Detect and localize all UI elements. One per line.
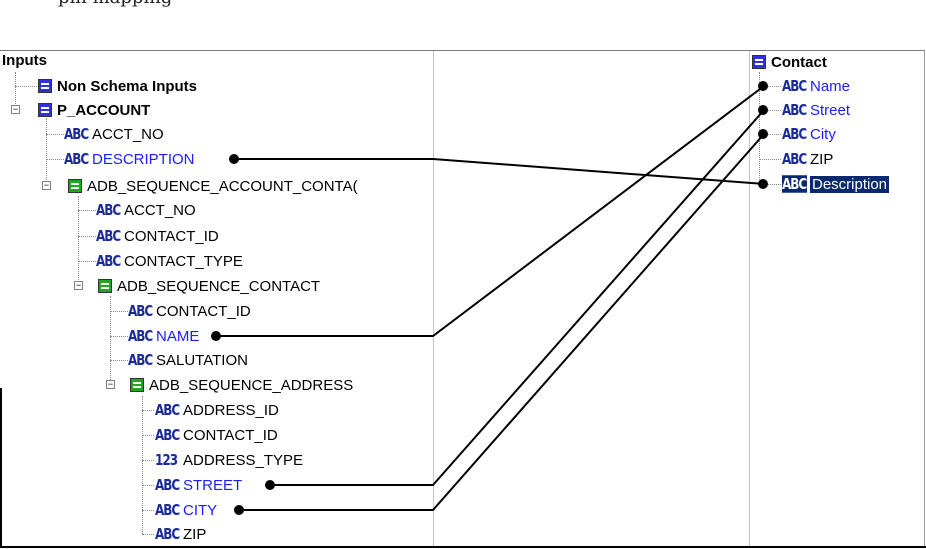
target-item-street[interactable]: ABC Street [782,101,851,119]
record-icon [38,103,52,117]
tree-item-city[interactable]: ABC CITY [155,501,218,519]
mapper-panel [0,50,925,547]
string-type-icon: ABC [96,252,121,270]
tree-item-salutation[interactable]: ABC SALUTATION [128,351,248,369]
source-heading: Inputs [2,52,47,69]
mapping-pin-target-name[interactable] [758,81,768,91]
number-type-icon: 123 [155,451,178,469]
tree-item-acct-no[interactable]: ABC ACCT_NO [64,125,164,143]
panel-left-border [0,388,2,548]
collapse-toggle-p-account[interactable]: − [11,104,20,114]
tree-item-acct-no[interactable]: ABC ACCT_NO [96,201,196,219]
tree-item-contact-type[interactable]: ABC CONTACT_TYPE [96,252,243,270]
tree-item-contact-id[interactable]: ABC CONTACT_ID [128,302,251,320]
target-item-city[interactable]: ABC City [782,125,836,143]
tree-item-address-id[interactable]: ABC ADDRESS_ID [155,401,279,419]
mapping-pin-target-city[interactable] [758,129,768,139]
string-type-icon: ABC [155,525,180,543]
mapping-pin-source-street[interactable] [265,480,275,490]
mapping-pin-target-street[interactable] [758,105,768,115]
tree-item-contact-sequence[interactable]: ADB_SEQUENCE_CONTACT [98,275,320,297]
string-type-icon: ABC [782,101,807,119]
column-divider-left [433,51,434,546]
target-item-zip[interactable]: ABC ZIP [782,150,834,168]
tree-item-zip[interactable]: ABC ZIP [155,525,207,543]
string-type-icon: ABC [96,227,121,245]
tree-item-street[interactable]: ABC STREET [155,476,243,494]
string-type-icon: ABC [782,77,807,95]
string-type-icon: ABC [128,351,153,369]
tree-item-description[interactable]: ABC DESCRIPTION [64,150,195,168]
mapping-pin-source-city[interactable] [234,505,244,515]
record-icon [130,378,144,392]
record-icon [98,279,112,293]
string-type-icon: ABC [782,150,807,168]
string-type-icon: ABC [128,302,153,320]
target-item-name[interactable]: ABC Name [782,77,851,95]
record-icon [752,55,766,69]
string-type-icon: ABC [155,426,180,444]
panel-bottom-border [0,546,926,548]
collapse-toggle-contact[interactable]: − [74,280,83,290]
string-type-icon: ABC [96,201,121,219]
tree-item-address-sequence[interactable]: ADB_SEQUENCE_ADDRESS [130,374,353,396]
string-type-icon: ABC [64,150,89,168]
column-divider-right [749,51,750,546]
tree-item-non-schema-inputs[interactable]: Non Schema Inputs [38,75,197,97]
record-icon [38,79,52,93]
tree-item-account-contact-sequence[interactable]: ADB_SEQUENCE_ACCOUNT_CONTA( [68,175,358,197]
string-type-icon: ABC [128,327,153,345]
tree-item-p-account[interactable]: P_ACCOUNT [38,99,150,121]
tree-item-contact-id[interactable]: ABC CONTACT_ID [155,426,278,444]
target-heading[interactable]: Contact [752,51,827,73]
string-type-icon: ABC [782,175,807,193]
caption-text: pin mapping [58,0,172,8]
tree-item-address-type[interactable]: 123 ADDRESS_TYPE [155,451,304,469]
string-type-icon: ABC [64,125,89,143]
string-type-icon: ABC [782,125,807,143]
tree-item-name[interactable]: ABC NAME [128,327,200,345]
tree-item-contact-id[interactable]: ABC CONTACT_ID [96,227,219,245]
collapse-toggle-account-contact[interactable]: − [42,180,51,190]
mapping-line-name[interactable] [218,85,765,337]
collapse-toggle-address[interactable]: − [106,379,115,389]
mapping-pin-source-name[interactable] [211,331,221,341]
mapping-pin-target-description[interactable] [758,179,768,189]
mapping-line-street[interactable] [270,109,765,486]
target-item-description[interactable]: ABC Description [782,175,890,193]
string-type-icon: ABC [155,501,180,519]
string-type-icon: ABC [155,476,180,494]
mapping-line-description[interactable] [237,158,765,185]
record-icon [68,179,82,193]
mapping-line-city[interactable] [239,133,765,511]
mapping-pin-source-description[interactable] [229,154,239,164]
string-type-icon: ABC [155,401,180,419]
